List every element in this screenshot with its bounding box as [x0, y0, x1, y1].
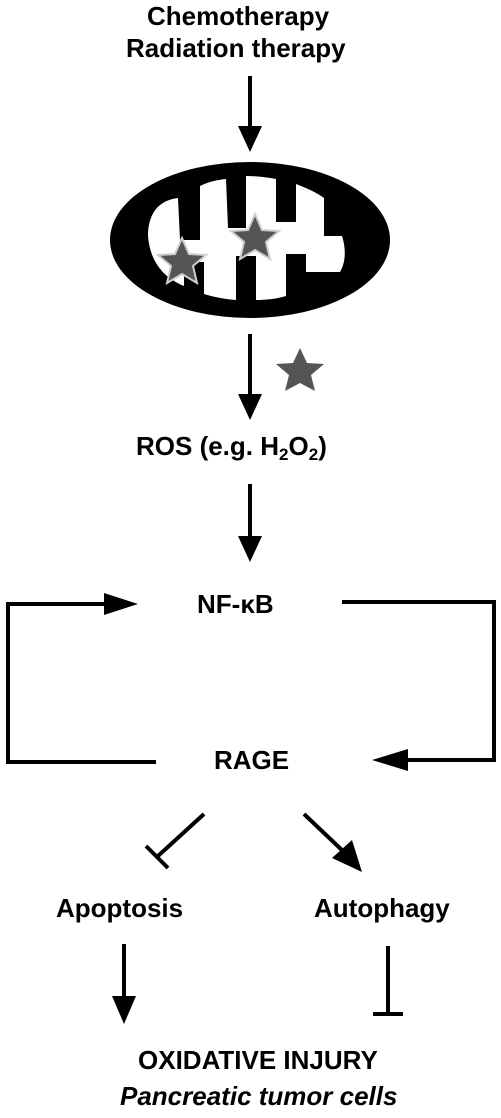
arrow-therapy-to-mitochondrion — [238, 76, 262, 152]
arrow-mitochondrion-to-ros — [238, 334, 262, 420]
star-icon — [228, 211, 282, 262]
trigger-line-2: Radiation therapy — [126, 33, 346, 63]
autophagy-label: Autophagy — [314, 893, 450, 923]
star-icon — [276, 348, 324, 391]
star-icon — [155, 235, 209, 286]
apoptosis-label: Apoptosis — [56, 893, 184, 923]
mitochondrion-icon — [110, 162, 390, 318]
ros-label: ROS (e.g. H2O2) — [136, 431, 327, 464]
rage-label: RAGE — [214, 745, 290, 775]
nfkb-label: NF-κB — [197, 589, 274, 619]
arrow-ros-to-nfkb — [238, 484, 262, 562]
outcome-title: OXIDATIVE INJURY — [138, 1045, 378, 1075]
inhibit-autophagy-to-injury — [373, 946, 403, 1016]
inhibit-rage-to-apoptosis — [144, 812, 206, 870]
arrow-apoptosis-to-injury — [112, 944, 136, 1024]
outcome-subtitle: Pancreatic tumor cells — [120, 1081, 398, 1111]
arrow-nfkb-to-rage-loop — [342, 600, 496, 771]
arrow-rage-to-nfkb-loop — [6, 593, 156, 764]
trigger-line-1: Chemotherapy — [147, 1, 330, 31]
arrow-rage-to-autophagy — [302, 812, 362, 872]
